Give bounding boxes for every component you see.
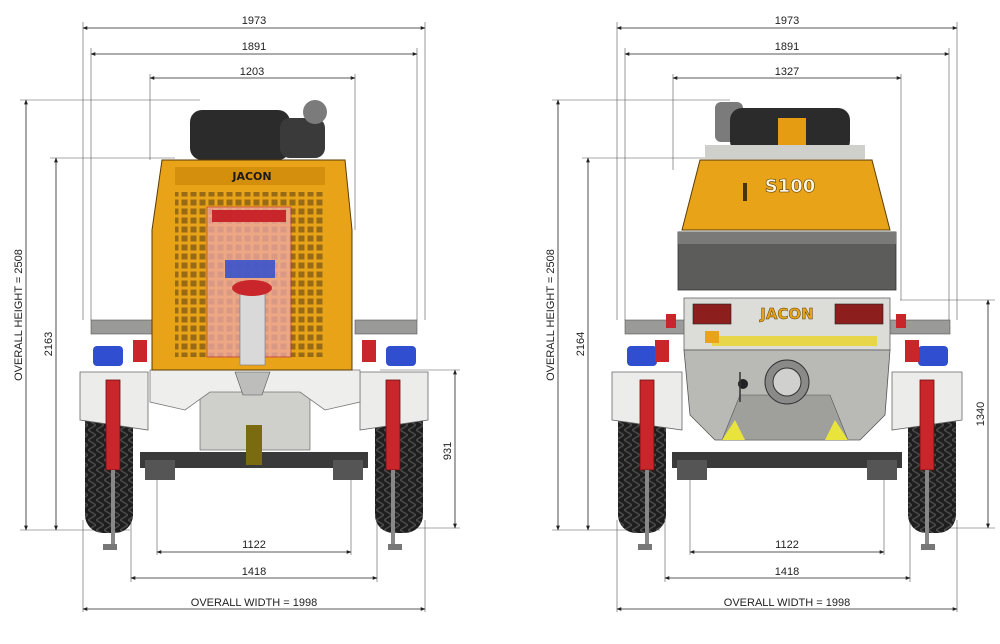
left-dim-1122: 1122: [242, 539, 266, 551]
left-logo: JACON: [231, 170, 271, 183]
left-machine-drawing: JACON: [79, 100, 429, 550]
right-dim-overall-width: OVERALL WIDTH = 1998: [724, 597, 850, 609]
right-dim-1891: 1891: [775, 41, 799, 53]
right-dim-1973: 1973: [775, 15, 799, 27]
right-dim-1122: 1122: [775, 539, 799, 551]
right-dim-1340: 1340: [975, 402, 987, 426]
left-dimensions: 1973 1891 1203 OVERALL HEIGHT = 2508 216…: [13, 15, 457, 611]
right-dimensions: 1973 1891 1327 OVERALL HEIGHT = 2508 216…: [545, 15, 990, 611]
right-machine-drawing: S100 JACON: [611, 102, 963, 550]
right-dim-overall-height: OVERALL HEIGHT = 2508: [545, 249, 557, 381]
right-logo: JACON: [759, 305, 814, 323]
left-dim-overall-width: OVERALL WIDTH = 1998: [191, 597, 317, 609]
left-dim-1203: 1203: [240, 66, 264, 78]
left-dim-overall-height: OVERALL HEIGHT = 2508: [13, 249, 25, 381]
left-dim-1418: 1418: [242, 566, 266, 578]
left-dim-1891: 1891: [242, 41, 266, 53]
left-dim-931: 931: [442, 442, 454, 460]
left-dim-2163: 2163: [43, 332, 55, 356]
left-machine-view: JACON 1973 1891 1203 OVERALL HEIGHT = 25…: [13, 15, 460, 612]
right-dim-1418: 1418: [775, 566, 799, 578]
right-dim-2164: 2164: [575, 332, 587, 356]
right-machine-view: S100 JACON: [545, 15, 995, 612]
right-model-label: S100: [765, 176, 816, 197]
left-dim-1973: 1973: [242, 15, 266, 27]
right-dim-1327: 1327: [775, 66, 799, 78]
